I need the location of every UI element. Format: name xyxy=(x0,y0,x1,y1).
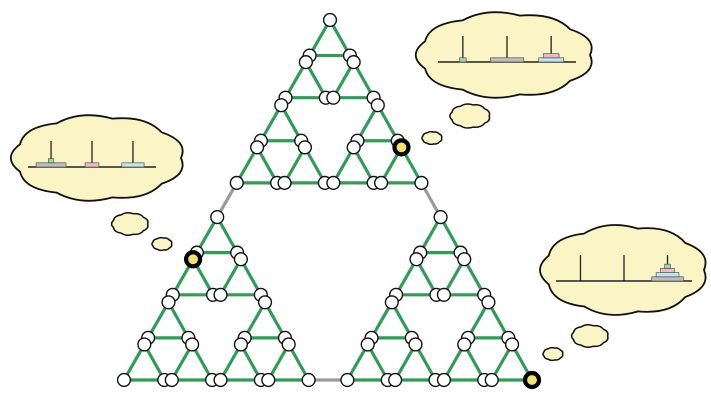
state-node xyxy=(281,337,296,352)
state-node xyxy=(346,140,361,155)
state-node xyxy=(484,372,499,388)
state-node xyxy=(433,210,448,225)
state-node xyxy=(250,140,265,155)
state-node xyxy=(277,175,292,191)
state-node xyxy=(301,372,316,388)
hanoi-disk xyxy=(664,263,671,269)
state-node xyxy=(322,12,338,28)
state-node xyxy=(457,252,472,267)
hanoi-disk xyxy=(660,268,675,273)
thought-bubbles xyxy=(9,11,707,362)
state-node xyxy=(388,372,403,388)
thought-cloud xyxy=(539,224,707,316)
state-node xyxy=(384,295,399,310)
hanoi-disk xyxy=(651,276,684,282)
state-node xyxy=(274,98,289,113)
thought-trail-puff xyxy=(421,130,443,146)
state-node xyxy=(298,55,313,70)
state-node xyxy=(116,372,132,388)
hanoi-disk xyxy=(538,57,564,63)
state-node xyxy=(229,175,244,191)
hanoi-disk xyxy=(84,162,100,168)
hanoi-disk xyxy=(490,57,524,63)
state-node xyxy=(414,175,429,191)
state-node xyxy=(481,295,496,310)
state-node xyxy=(164,372,179,388)
thought-trail-puff xyxy=(151,236,173,252)
state-node xyxy=(326,90,341,105)
state-node xyxy=(370,98,385,113)
state-node xyxy=(340,372,355,388)
state-node xyxy=(233,252,248,267)
state-node xyxy=(161,295,176,310)
thought-trail-puff xyxy=(542,346,564,362)
state-node xyxy=(213,287,228,302)
thought-cloud xyxy=(414,11,593,99)
highlighted-state-node xyxy=(522,370,542,390)
graph-nodes xyxy=(116,12,542,390)
thought-bubble-left xyxy=(9,114,184,252)
state-node xyxy=(326,175,341,191)
thought-bubble-top-right xyxy=(414,11,593,146)
state-node xyxy=(436,372,452,388)
state-node xyxy=(457,337,472,352)
state-node xyxy=(504,337,520,352)
state-node xyxy=(360,337,375,352)
highlighted-state-node xyxy=(392,138,411,157)
state-node xyxy=(261,372,276,388)
hanoi-disk xyxy=(542,53,560,59)
thought-trail-puff xyxy=(110,212,149,236)
state-node xyxy=(185,337,200,352)
state-node xyxy=(213,372,228,388)
thought-bubble-right xyxy=(539,224,707,362)
hanoi-disk xyxy=(48,158,55,164)
state-node xyxy=(374,175,389,191)
thought-trail-puff xyxy=(570,324,609,348)
state-node xyxy=(257,295,273,310)
state-node xyxy=(436,287,452,302)
state-node xyxy=(346,55,361,70)
thought-cloud xyxy=(9,114,184,202)
state-node xyxy=(409,252,424,267)
hanoi-disk xyxy=(121,162,145,168)
state-node xyxy=(408,337,423,352)
state-node xyxy=(210,210,225,225)
state-node xyxy=(137,337,152,352)
highlighted-state-node xyxy=(183,250,203,269)
hanoi-disk xyxy=(459,57,467,63)
state-node xyxy=(233,337,248,352)
hanoi-disk xyxy=(655,272,680,278)
thought-trail-puff xyxy=(449,103,491,129)
hanoi-disk xyxy=(35,162,67,168)
state-node xyxy=(297,140,313,155)
